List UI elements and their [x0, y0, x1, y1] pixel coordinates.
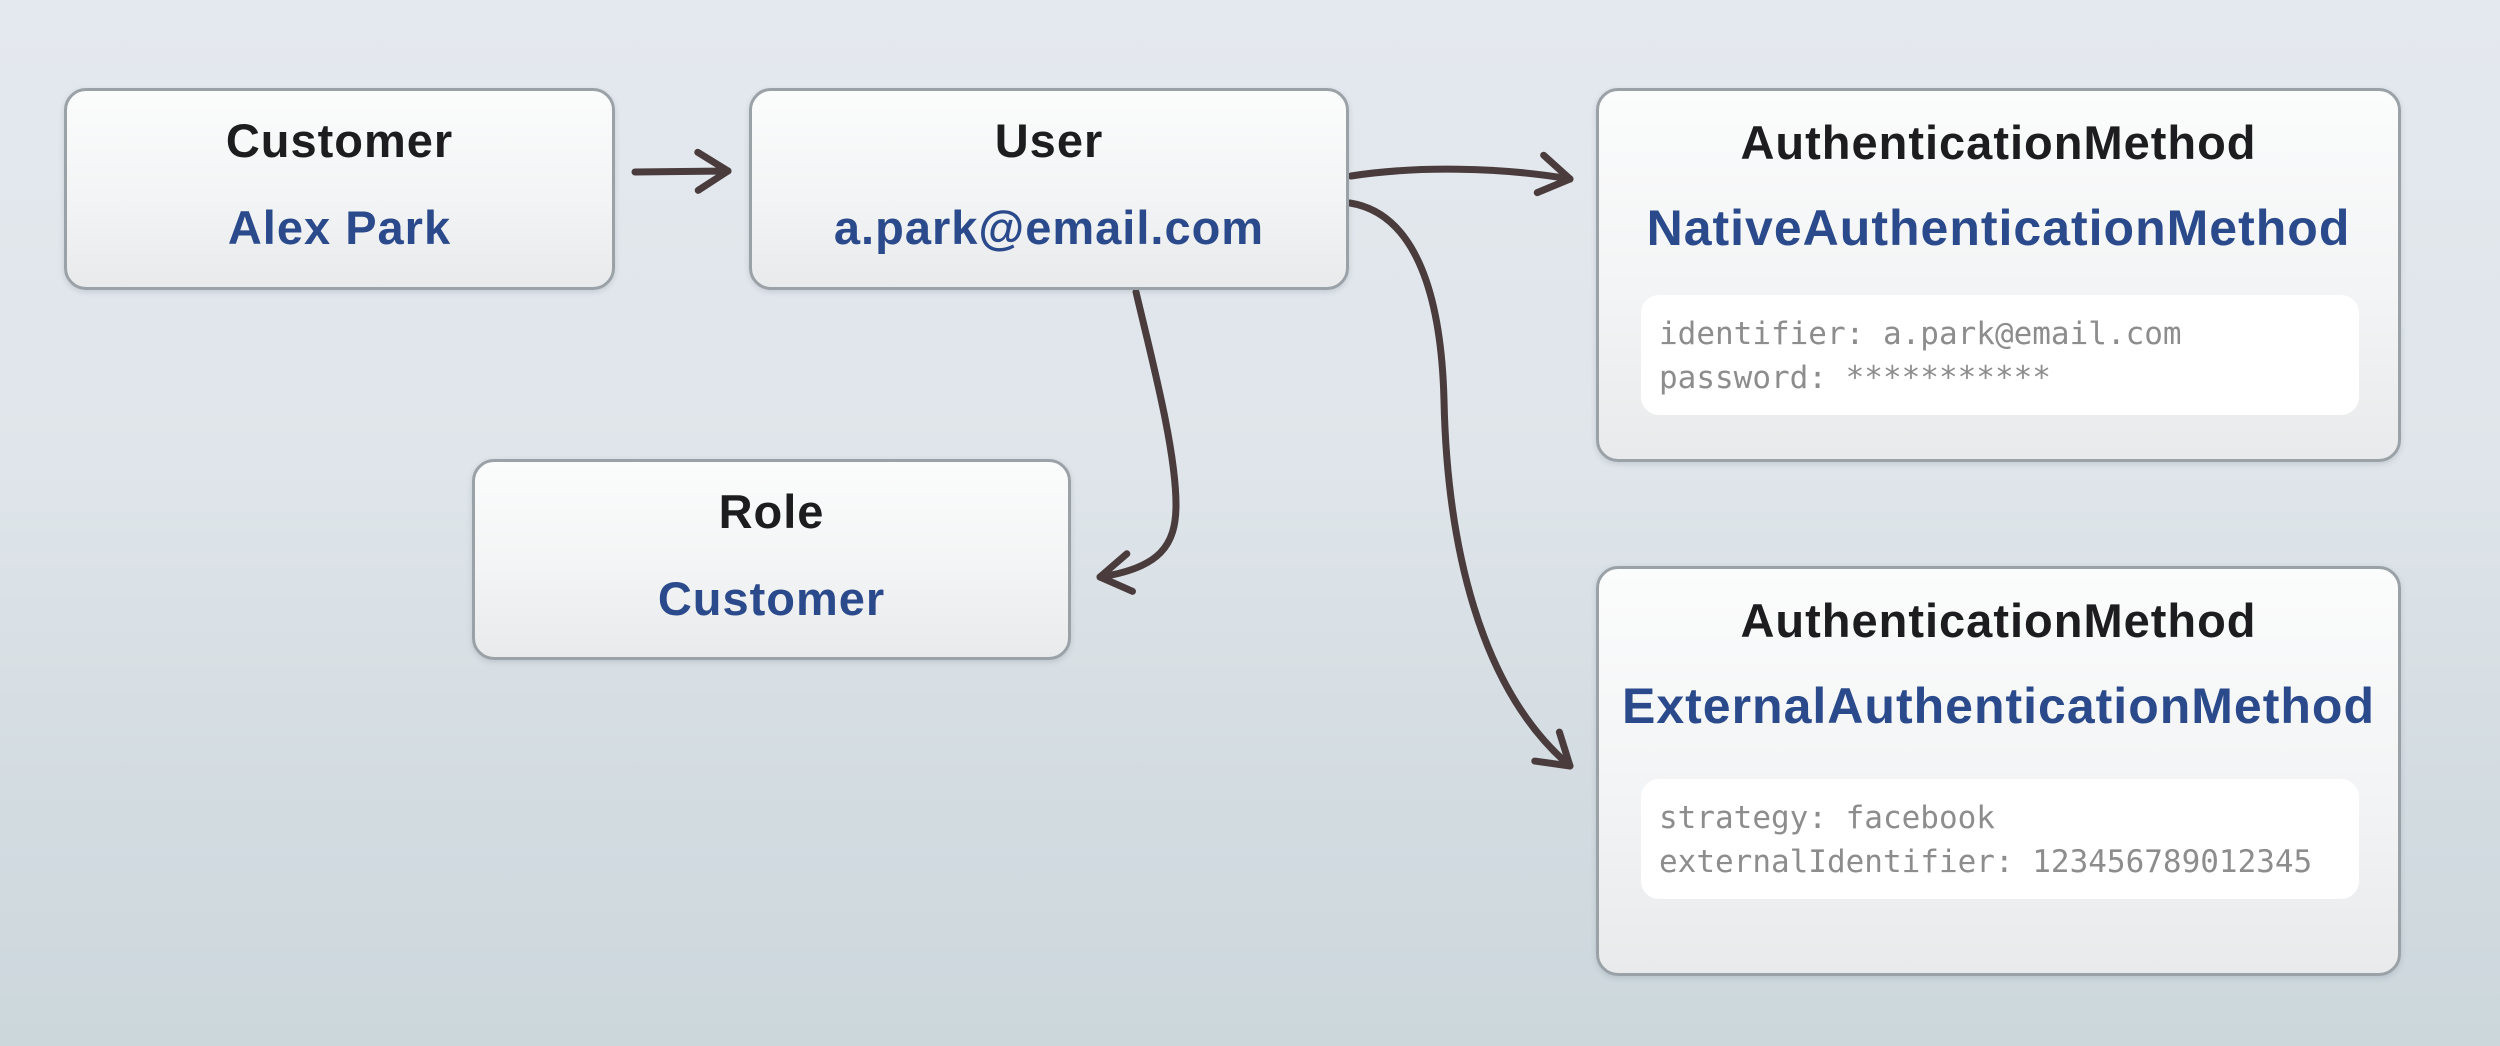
- attribute-line-external-identifier: externalIdentifier: 123456789012345: [1659, 844, 2313, 880]
- edge-user-to-native-auth: [1347, 151, 1574, 197]
- node-value: Alex Park: [227, 201, 452, 254]
- attribute-line-identifier: identifier: a.park@email.com: [1659, 316, 2182, 352]
- node-title: Role: [718, 485, 825, 538]
- attributes-panel: identifier: a.park@email.com password: *…: [1641, 295, 2359, 415]
- node-customer: Customer Alex Park: [64, 88, 615, 290]
- node-title: AuthenticationMethod: [1740, 594, 2257, 647]
- node-user: User a.park@email.com: [749, 88, 1349, 290]
- node-external-authentication-method: AuthenticationMethod ExternalAuthenticat…: [1596, 566, 2401, 976]
- edge-user-to-external-auth: [1346, 199, 1574, 770]
- node-title: AuthenticationMethod: [1740, 116, 2257, 169]
- node-title: Customer: [225, 114, 454, 167]
- node-subtitle: ExternalAuthenticationMethod: [1621, 678, 2376, 734]
- node-value: a.park@email.com: [833, 201, 1265, 254]
- attribute-line-strategy: strategy: facebook: [1659, 800, 1995, 836]
- attribute-line-password: password: ***********: [1659, 360, 2051, 396]
- node-subtitle: NativeAuthenticationMethod: [1646, 200, 2351, 256]
- node-role: Role Customer: [472, 459, 1071, 660]
- node-title: User: [994, 114, 1104, 167]
- edge-customer-to-user: [631, 148, 732, 194]
- attributes-panel: strategy: facebook externalIdentifier: 1…: [1641, 779, 2359, 899]
- node-native-authentication-method: AuthenticationMethod NativeAuthenticatio…: [1596, 88, 2401, 462]
- node-value: Customer: [657, 572, 886, 625]
- edge-user-to-role: [1096, 288, 1180, 595]
